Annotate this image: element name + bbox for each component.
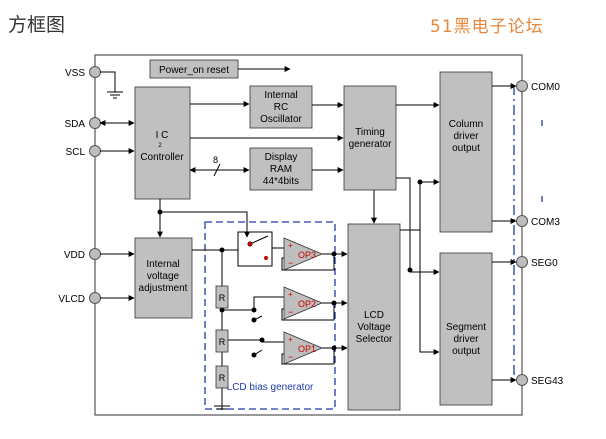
opamp-op1-minus: − (288, 352, 293, 362)
display-ram-label-1: Display (265, 152, 298, 163)
opamp-op3-minus: − (288, 258, 293, 268)
pin-com3: COM3 (516, 215, 560, 228)
lcd-bias-generator-box (204, 221, 336, 410)
resistor-3-label: R (219, 373, 226, 383)
chip-outline (94, 54, 523, 416)
pin-scl-label: SCL (66, 147, 86, 158)
bus-width-label: 8 (213, 155, 218, 165)
column-driver-label-2: driver (453, 131, 479, 142)
power-on-reset-block: Power_on reset (149, 59, 239, 79)
opamp-op1-label: OP1 (298, 344, 316, 354)
pin-vss: VSS (65, 66, 101, 79)
bus-slash (213, 163, 221, 177)
page-title: 方框图 (8, 14, 66, 36)
resistor-3: R (215, 365, 229, 389)
segment-driver-output-block: Segment driver output (439, 252, 493, 406)
resistor-2-label: R (219, 337, 226, 347)
ground-symbol-bias (214, 405, 230, 410)
pin-com0-label: COM0 (531, 82, 560, 93)
pin-sda-label: SDA (64, 119, 85, 130)
display-ram-label-2: RAM (270, 164, 292, 175)
segment-driver-label-3: output (452, 346, 480, 357)
i2c-controller-label-2: 2 (158, 143, 162, 149)
ground-symbol-vss (107, 91, 123, 99)
opamp-op2-plus: + (288, 290, 293, 299)
pin-vdd-label: VDD (64, 250, 85, 261)
internal-voltage-adjustment-block: Internal voltage adjustment (134, 237, 193, 319)
pin-sda: SDA (64, 117, 101, 130)
pin-vlcd-label: VLCD (58, 294, 85, 305)
timing-generator-label-2: generator (349, 139, 392, 150)
column-driver-label-1: Column (449, 119, 483, 130)
column-driver-label-3: output (452, 143, 480, 154)
lcd-voltage-selector-label-3: Selector (356, 334, 393, 345)
voltage-adjustment-label-1: Internal (146, 259, 179, 270)
pin-vdd: VDD (64, 248, 101, 261)
oscillator-label-3: Oscillator (260, 114, 302, 125)
i2c-controller-label-3: Controller (140, 152, 184, 163)
pin-vlcd: VLCD (58, 292, 101, 305)
pin-com3-label: COM3 (531, 217, 560, 228)
lcd-voltage-selector-block: LCD Voltage Selector (347, 223, 401, 411)
segment-driver-label-1: Segment (446, 322, 486, 333)
voltage-adjustment-label-2: voltage (147, 271, 180, 282)
oscillator-label-1: Internal (264, 90, 297, 101)
opamp-op2: + − OP2 (283, 286, 324, 320)
i2c-controller-block: I C 2 Controller (134, 86, 191, 200)
opamp-op3: + − OP3 (283, 237, 324, 271)
i2c-controller-label-1: I C (156, 130, 169, 141)
pin-seg43: SEG43 (516, 374, 564, 387)
column-driver-output-block: Column driver output (439, 71, 493, 233)
voltage-adjustment-label-3: adjustment (139, 283, 188, 294)
lcd-voltage-selector-label-1: LCD (364, 310, 384, 321)
switch-contacts (248, 242, 268, 260)
site-watermark: 51黑电子论坛 (430, 17, 544, 37)
pin-scl: SCL (66, 145, 101, 158)
pin-com0: COM0 (516, 80, 560, 93)
pin-seg0: SEG0 (516, 256, 558, 269)
internal-rc-oscillator-block: Internal RC Oscillator (249, 85, 313, 129)
opamp-op1-plus: + (288, 335, 293, 344)
lcd-voltage-selector-label-2: Voltage (357, 322, 391, 333)
timing-generator-label-1: Timing (355, 127, 385, 138)
resistor-1-label: R (219, 293, 226, 303)
segment-driver-label-2: driver (453, 334, 479, 345)
resistor-2: R (215, 329, 229, 353)
power-on-reset-label: Power_on reset (159, 65, 229, 76)
oscillator-label-2: RC (274, 102, 288, 113)
display-ram-block: Display RAM 44*4bits (249, 147, 313, 191)
opamp-op2-minus: − (288, 307, 293, 317)
opamp-op3-label: OP3 (298, 250, 316, 260)
opamp-op3-plus: + (288, 241, 293, 250)
timing-generator-block: Timing generator (343, 85, 397, 191)
lcd-bias-generator-label: LCD bias generator (227, 382, 314, 393)
pin-vss-label: VSS (65, 68, 85, 79)
display-ram-label-3: 44*4bits (263, 176, 299, 187)
opamp-op2-label: OP2 (298, 299, 316, 309)
pin-seg0-label: SEG0 (531, 258, 558, 269)
opamp-op1: + − OP1 (283, 331, 324, 365)
pin-seg43-label: SEG43 (531, 376, 564, 387)
resistor-1: R (215, 285, 229, 309)
